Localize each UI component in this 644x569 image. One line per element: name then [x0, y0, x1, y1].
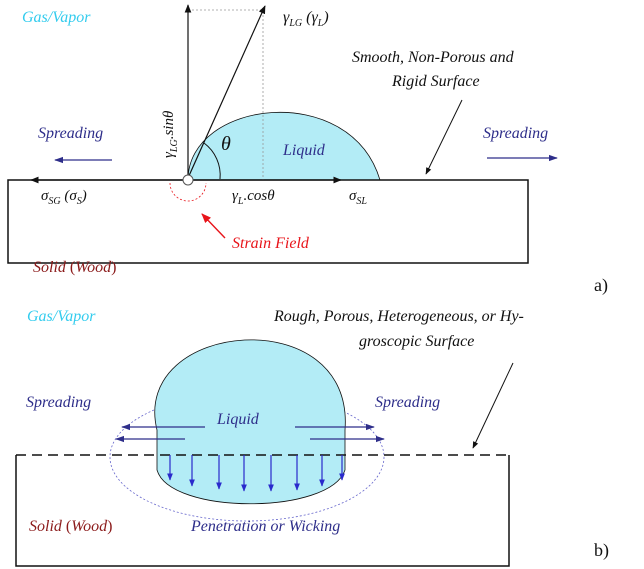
strain-field-label: Strain Field	[232, 235, 310, 252]
strain-field-arrow	[201, 213, 226, 239]
sigma-sg-label: σSG (σS)	[41, 188, 87, 207]
penetration-arrows	[167, 455, 345, 492]
surface-pointer-a	[425, 99, 463, 175]
theta-label: θ	[221, 133, 231, 155]
panel-a: Gas/Vapor γLG (γL) Smooth, Non-Porous an…	[7, 4, 608, 296]
penetration-label: Penetration or Wicking	[190, 518, 340, 535]
solid-block-b	[15, 455, 510, 567]
panel-a-label: a)	[594, 275, 608, 296]
gamma-lg-arrow	[187, 5, 266, 179]
gas-vapor-label-a: Gas/Vapor	[22, 9, 91, 26]
vertical-component-label: γLG.sinθ	[161, 110, 180, 158]
spreading-label-left-a: Spreading	[38, 125, 103, 142]
surface-label-a-line1: Smooth, Non-Porous and	[352, 49, 515, 66]
liquid-label-b: Liquid	[216, 411, 260, 428]
solid-label-a: Solid (Wood)	[33, 259, 116, 276]
gamma-lg-label: γLG (γL)	[283, 9, 329, 29]
surface-label-b-line1: Rough, Porous, Heterogeneous, or Hy-	[273, 308, 524, 325]
panel-b-label: b)	[594, 540, 609, 561]
liquid-label-a: Liquid	[282, 142, 326, 159]
spreading-label-left-b: Spreading	[26, 394, 91, 411]
surface-label-b-line2: groscopic Surface	[359, 333, 474, 350]
surface-label-a-line2: Rigid Surface	[391, 73, 480, 90]
surface-pointer-b	[472, 362, 514, 449]
solid-block-a	[7, 179, 529, 264]
theta-angle-arc	[203, 142, 221, 180]
strain-field-arc	[169, 182, 207, 202]
gas-vapor-label-b: Gas/Vapor	[27, 308, 96, 325]
solid-label-b: Solid (Wood)	[29, 518, 112, 535]
liquid-droplet-a	[187, 111, 381, 181]
spreading-label-right-b: Spreading	[375, 394, 440, 411]
horizontal-component-label: γL.cosθ	[232, 188, 275, 207]
panel-b: Rough, Porous, Heterogeneous, or Hy- gro…	[15, 308, 609, 567]
spreading-label-right-a: Spreading	[483, 125, 548, 142]
sigma-sl-label: σSL	[349, 188, 367, 207]
contact-point	[182, 174, 194, 186]
projection-guides	[188, 9, 264, 180]
